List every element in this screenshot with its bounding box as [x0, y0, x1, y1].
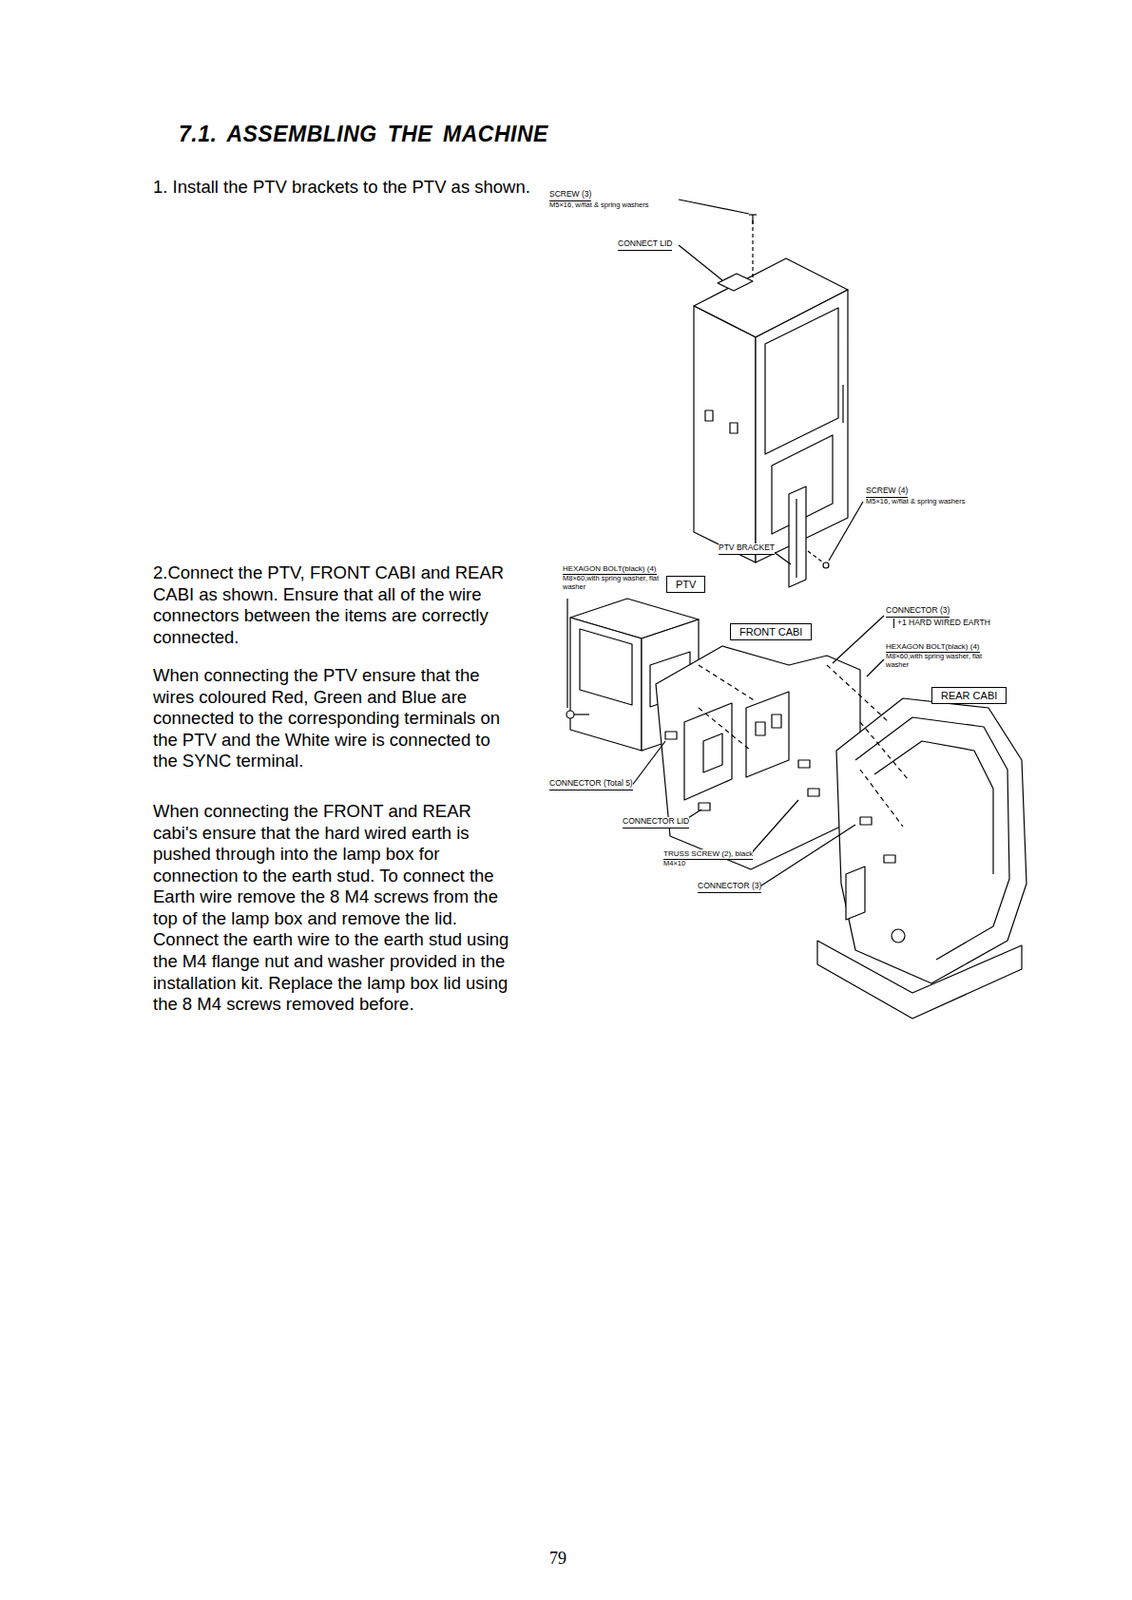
- callout-label: M5×16, w/flat & spring washers: [865, 498, 965, 507]
- callout-label: HEXAGON BOLT(black) (4): [562, 564, 657, 576]
- callout-label: CONNECT LID: [617, 239, 672, 251]
- page-title: 7.1. ASSEMBLING THE MACHINE: [178, 121, 549, 148]
- callout-label: CONNECTOR LID: [622, 817, 690, 829]
- part-name: FRONT CABI: [739, 625, 803, 639]
- part-name-box: FRONT CABI: [729, 623, 812, 641]
- callout-label: HEXAGON BOLT(black) (4): [885, 642, 980, 653]
- instruction-text: When connecting the FRONT and REAR cabi'…: [153, 801, 517, 1017]
- part-name: REAR CABI: [940, 689, 998, 703]
- callout-label: M8×60,with spring washer, flat washer: [885, 652, 985, 670]
- callout-label: TRUSS SCREW (2), black: [663, 849, 753, 861]
- callout-label: +1 HARD WIRED EARTH: [893, 618, 991, 629]
- callout-label: CONNECTOR (3): [885, 606, 950, 618]
- callout-label: M5×16, w/flat & spring washers: [549, 201, 649, 211]
- part-name-box: PTV: [666, 575, 706, 594]
- callout-label: CONNECTOR (3): [697, 882, 762, 894]
- instruction-text: When connecting the PTV ensure that the …: [153, 665, 517, 773]
- callout-label: SCREW (3): [549, 190, 592, 202]
- part-name: PTV: [675, 577, 696, 592]
- callout-label: SCREW (4): [865, 486, 908, 499]
- instruction-text: 1. Install the PTV brackets to the PTV a…: [153, 176, 531, 199]
- callout-label: PTV BRACKET: [718, 543, 775, 556]
- callout-label: M8×60,with spring washer, flat washer: [562, 575, 662, 592]
- callout-label: M4×10: [663, 860, 686, 869]
- callout-label: CONNECTOR (Total 5): [549, 779, 634, 791]
- part-name-box: REAR CABI: [931, 687, 1007, 705]
- page-number: 79: [549, 1549, 567, 1570]
- instruction-text: 2.Connect the PTV, FRONT CABI and REAR C…: [153, 562, 517, 649]
